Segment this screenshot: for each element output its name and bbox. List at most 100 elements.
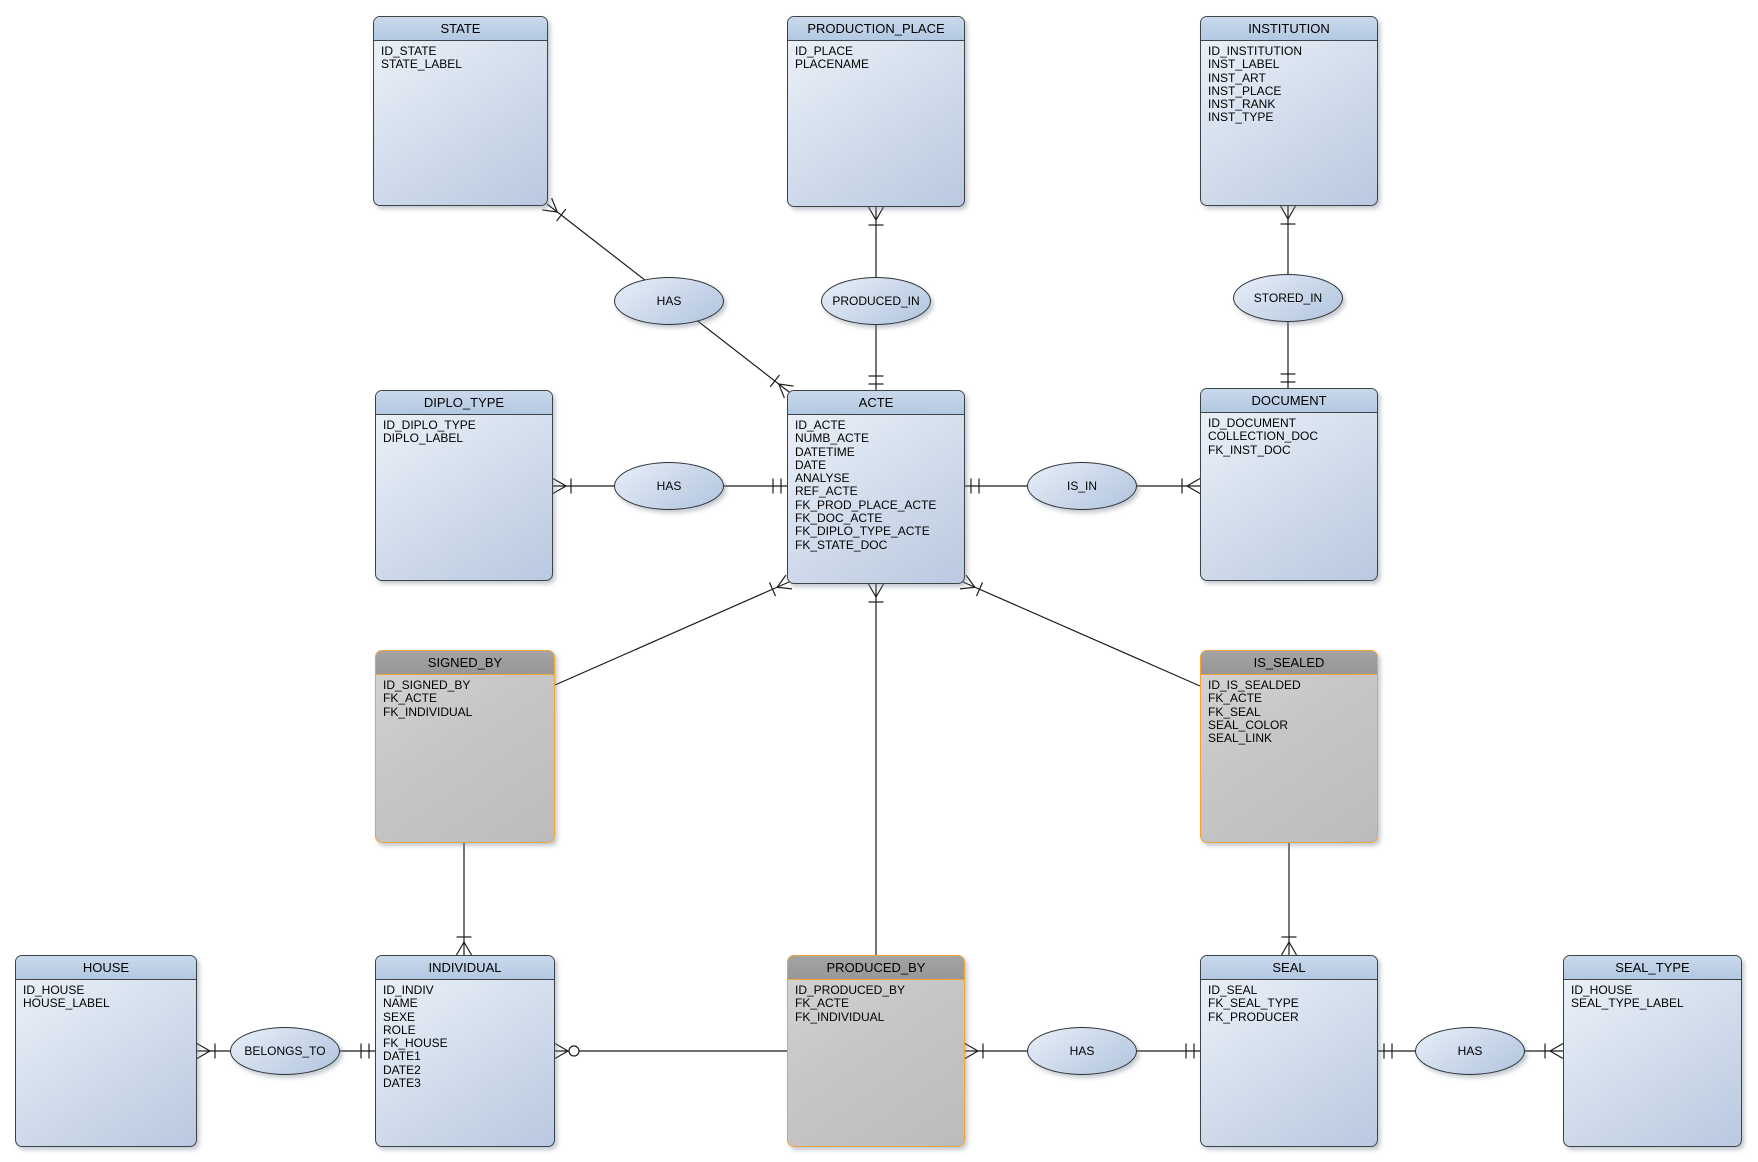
relationship-label: PRODUCED_IN [832,294,920,308]
entity-attribute: COLLECTION_DOC [1208,429,1319,444]
entity-attribute: ID_STATE [381,44,437,58]
relationship-label: IS_IN [1066,479,1097,493]
entity-title: INSTITUTION [1201,17,1377,41]
entity-attribute: FK_INST_DOC [1208,442,1291,457]
entity-title: IS_SEALED [1201,651,1377,675]
entity-attribute: FK_SEAL [1208,704,1261,719]
entity-title: HOUSE [16,956,196,980]
entity-attribute: INST_RANK [1208,97,1276,112]
entity-attribute: REF_ACTE [795,484,858,499]
entity-attribute: FK_INDIVIDUAL [383,704,473,719]
relationship-label: HAS [1457,1044,1483,1058]
entity-title: PRODUCTION_PLACE [788,17,964,41]
entity-attribute: ANALYSE [795,471,850,486]
entity-attribute: NAME [383,996,418,1011]
entity-attribute: FK_HOUSE [383,1036,448,1051]
entity-title: INDIVIDUAL [376,956,554,980]
relationship-label: STORED_IN [1253,291,1323,305]
entity-attribute: ID_PLACE [795,44,854,58]
entity-attribute: FK_PROD_PLACE_ACTE [795,497,937,512]
entity-attribute: SEAL_COLOR [1208,717,1289,732]
entity-attribute: ID_HOUSE [1571,983,1633,997]
entity-title: STATE [374,17,547,41]
relationship-has[interactable]: HAS [614,462,724,510]
entity-title: DIPLO_TYPE [376,391,552,415]
entity-attribute: FK_STATE_DOC [795,537,888,552]
entity-attribute: FK_ACTE [795,996,850,1011]
entity-attribute: ID_DIPLO_TYPE [383,418,476,432]
entity-attribute: FK_SEAL_TYPE [1208,996,1299,1011]
entity-attribute: FK_ACTE [1208,691,1263,706]
relationship-produced-in[interactable]: PRODUCED_IN [821,277,931,325]
entity-attribute: ID_INDIV [383,983,434,997]
entity-attribute: ROLE [383,1022,416,1037]
entity-attribute: INST_ART [1208,70,1266,85]
relationship-belongs-to[interactable]: BELONGS_TO [230,1027,340,1075]
relationship-has[interactable]: HAS [614,277,724,325]
entity-attribute: ID_SIGNED_BY [383,678,471,692]
entity-attribute: ID_DOCUMENT [1208,416,1297,430]
entity-attribute: FK_INDIVIDUAL [795,1009,885,1024]
relationship-label: HAS [1069,1044,1095,1058]
entity-attribute: FK_ACTE [383,691,438,706]
entity-attribute: DATETIME [795,444,855,459]
entity-attribute: DATE1 [383,1049,421,1064]
entity-attribute: SEXE [383,1009,416,1024]
entity-attribute: DATE3 [383,1076,421,1091]
entity-attribute: PLACENAME [795,57,870,72]
relationship-has[interactable]: HAS [1415,1027,1525,1075]
entity-attribute: STATE_LABEL [381,57,462,72]
entity-attribute: DIPLO_LABEL [383,431,464,446]
entity-attribute: HOUSE_LABEL [23,996,110,1011]
entity-attribute: FK_DIPLO_TYPE_ACTE [795,524,930,539]
entity-attribute: FK_PRODUCER [1208,1009,1299,1024]
entity-attribute: ID_SEAL [1208,983,1258,997]
entity-attribute: INST_LABEL [1208,57,1280,72]
entity-attribute: DATE [795,457,827,472]
entity-title: SEAL_TYPE [1564,956,1741,980]
entity-attribute: ID_PRODUCED_BY [795,983,906,997]
entity-attribute: DATE2 [383,1062,421,1077]
entity-attribute: NUMB_ACTE [795,431,870,446]
entity-attribute: SEAL_LINK [1208,731,1273,746]
entity-attribute: FK_DOC_ACTE [795,511,883,526]
entity-title: DOCUMENT [1201,389,1377,413]
entity-attribute: ID_INSTITUTION [1208,44,1303,58]
entity-attribute: INST_PLACE [1208,83,1282,98]
entity-attribute: SEAL_TYPE_LABEL [1571,996,1684,1011]
entity-attribute: ID_ACTE [795,418,846,432]
relationship-has[interactable]: HAS [1027,1027,1137,1075]
entity-title: ACTE [788,391,964,415]
entity-attribute: ID_HOUSE [23,983,85,997]
relationship-is-in[interactable]: IS_IN [1027,462,1137,510]
entity-title: SEAL [1201,956,1377,980]
relationship-stored-in[interactable]: STORED_IN [1233,274,1343,322]
entity-title: SIGNED_BY [376,651,554,675]
relationship-label: HAS [656,294,682,308]
